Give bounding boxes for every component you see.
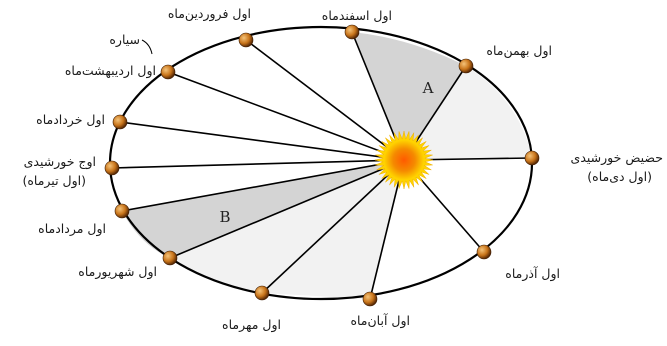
planet-icon [238,32,254,48]
label-mordad: اول مردادماه [38,221,106,237]
planet-icon [524,150,540,166]
label-ordibehesht: اول اردیبهشت‌ماه [65,63,156,79]
planet-pointer-line [141,39,153,55]
radius-line-aban [369,159,405,300]
region-a-label: A [422,79,434,97]
radius-line-shahrivar [169,159,405,259]
radius-line-mordad [121,159,405,212]
region-b-label: B [219,208,230,226]
point-labels: اول اسفندماه اول بهمن‌ماه حضیض خورشیدی (… [22,6,663,333]
label-bahman: اول بهمن‌ماه [486,43,552,59]
label-khordad: اول خردادماه [36,112,105,128]
label-tir-sub: (اول تیرماه) [22,173,86,189]
planet-icon [344,24,360,40]
label-esfand: اول اسفندماه [322,8,392,24]
label-azar: اول آذرماه [505,266,560,282]
planet-icon [458,58,474,74]
sector-a [352,32,466,160]
planet-icon [362,291,378,307]
planet-icon [160,64,176,80]
planet-icon [104,160,120,176]
sector-b [122,160,404,258]
label-dey: حضیض خورشیدی [571,150,663,166]
radius-line-farvardin [245,39,405,161]
label-shahrivar: اول شهریورماه [78,264,157,280]
radius-line-mehr [261,159,405,294]
sector-light [404,66,532,160]
radius-line-ordibehesht [167,71,405,161]
sun-icon [374,130,434,190]
planet-icon [162,250,178,266]
planet-icon [112,114,128,130]
label-aban: اول آبان‌ماه [350,313,410,329]
radius-line-khordad [119,121,405,161]
label-tir: اوج خورشیدی [24,154,96,170]
radius-lines [111,31,533,300]
planet-icon [254,285,270,301]
planet-icon [114,203,130,219]
label-farvardin: اول فروردین‌ماه [168,6,251,22]
label-mehr: اول مهرماه [222,317,281,333]
planet-icon [476,244,492,260]
sector-light [170,160,404,299]
planets [104,24,540,307]
label-dey-sub: (اول دی‌ماه) [587,169,652,185]
radius-line-tir [111,159,405,169]
planet-pointer-label: سیاره [109,32,140,48]
